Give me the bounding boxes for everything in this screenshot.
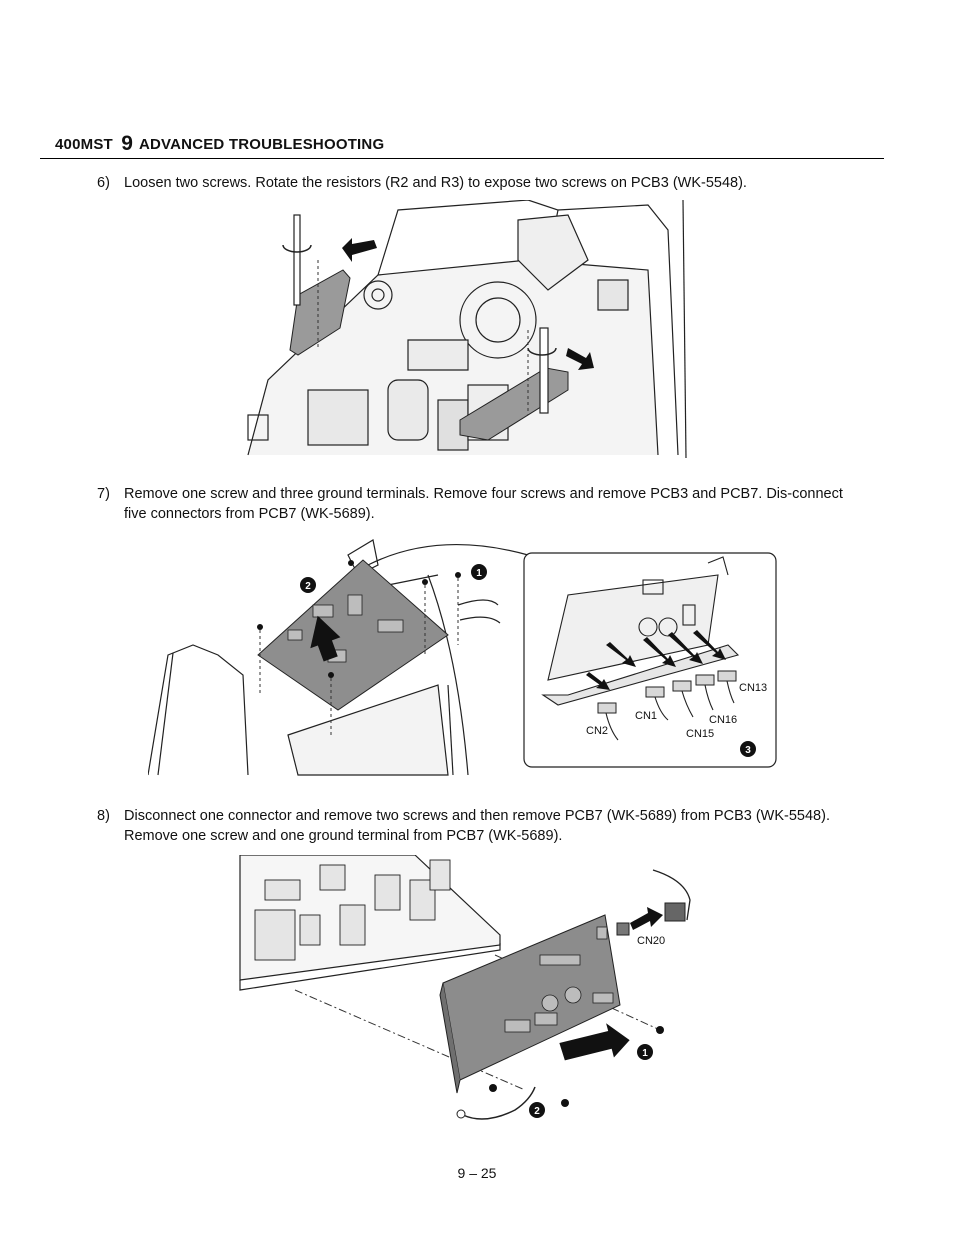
- badge-2: 2: [534, 1106, 540, 1117]
- step-7: 7) Remove one screw and three ground ter…: [97, 484, 857, 524]
- badge-2: 2: [305, 581, 311, 592]
- badge-1: 1: [476, 568, 482, 579]
- step-text: Loosen two screws. Rotate the resistors …: [124, 175, 747, 191]
- label-cn1: CN1: [635, 710, 657, 722]
- page-number: 9 – 25: [457, 1165, 497, 1181]
- figure-pcb-removal: 2 1 CN2 CN1 CN15 CN16 CN13 3: [148, 539, 777, 776]
- label-cn16: CN16: [709, 714, 737, 726]
- badge-1: 1: [642, 1048, 648, 1059]
- model-name: 400MST: [55, 136, 113, 153]
- section-header: 400MST 9 ADVANCED TROUBLESHOOTING: [55, 131, 384, 155]
- step-number: 8): [97, 808, 110, 824]
- label-cn2: CN2: [586, 725, 608, 737]
- figure-pcb7-separation: CN20 1 2: [239, 855, 691, 1120]
- step-text: Disconnect one connector and remove two …: [124, 808, 830, 844]
- step-6: 6) Loosen two screws. Rotate the resisto…: [97, 173, 857, 193]
- chapter-title: ADVANCED TROUBLESHOOTING: [138, 136, 385, 153]
- step-text: Remove one screw and three ground termin…: [124, 486, 843, 522]
- badge-3: 3: [745, 745, 751, 756]
- step-number: 7): [97, 486, 110, 502]
- chapter-number: 9: [121, 132, 134, 155]
- figure-resistor-rotation: [247, 200, 687, 458]
- label-cn13: CN13: [739, 682, 767, 694]
- step-number: 6): [97, 175, 110, 191]
- header-rule: [40, 158, 884, 159]
- label-cn20: CN20: [637, 935, 665, 947]
- label-cn15: CN15: [686, 728, 714, 740]
- step-8: 8) Disconnect one connector and remove t…: [97, 806, 857, 846]
